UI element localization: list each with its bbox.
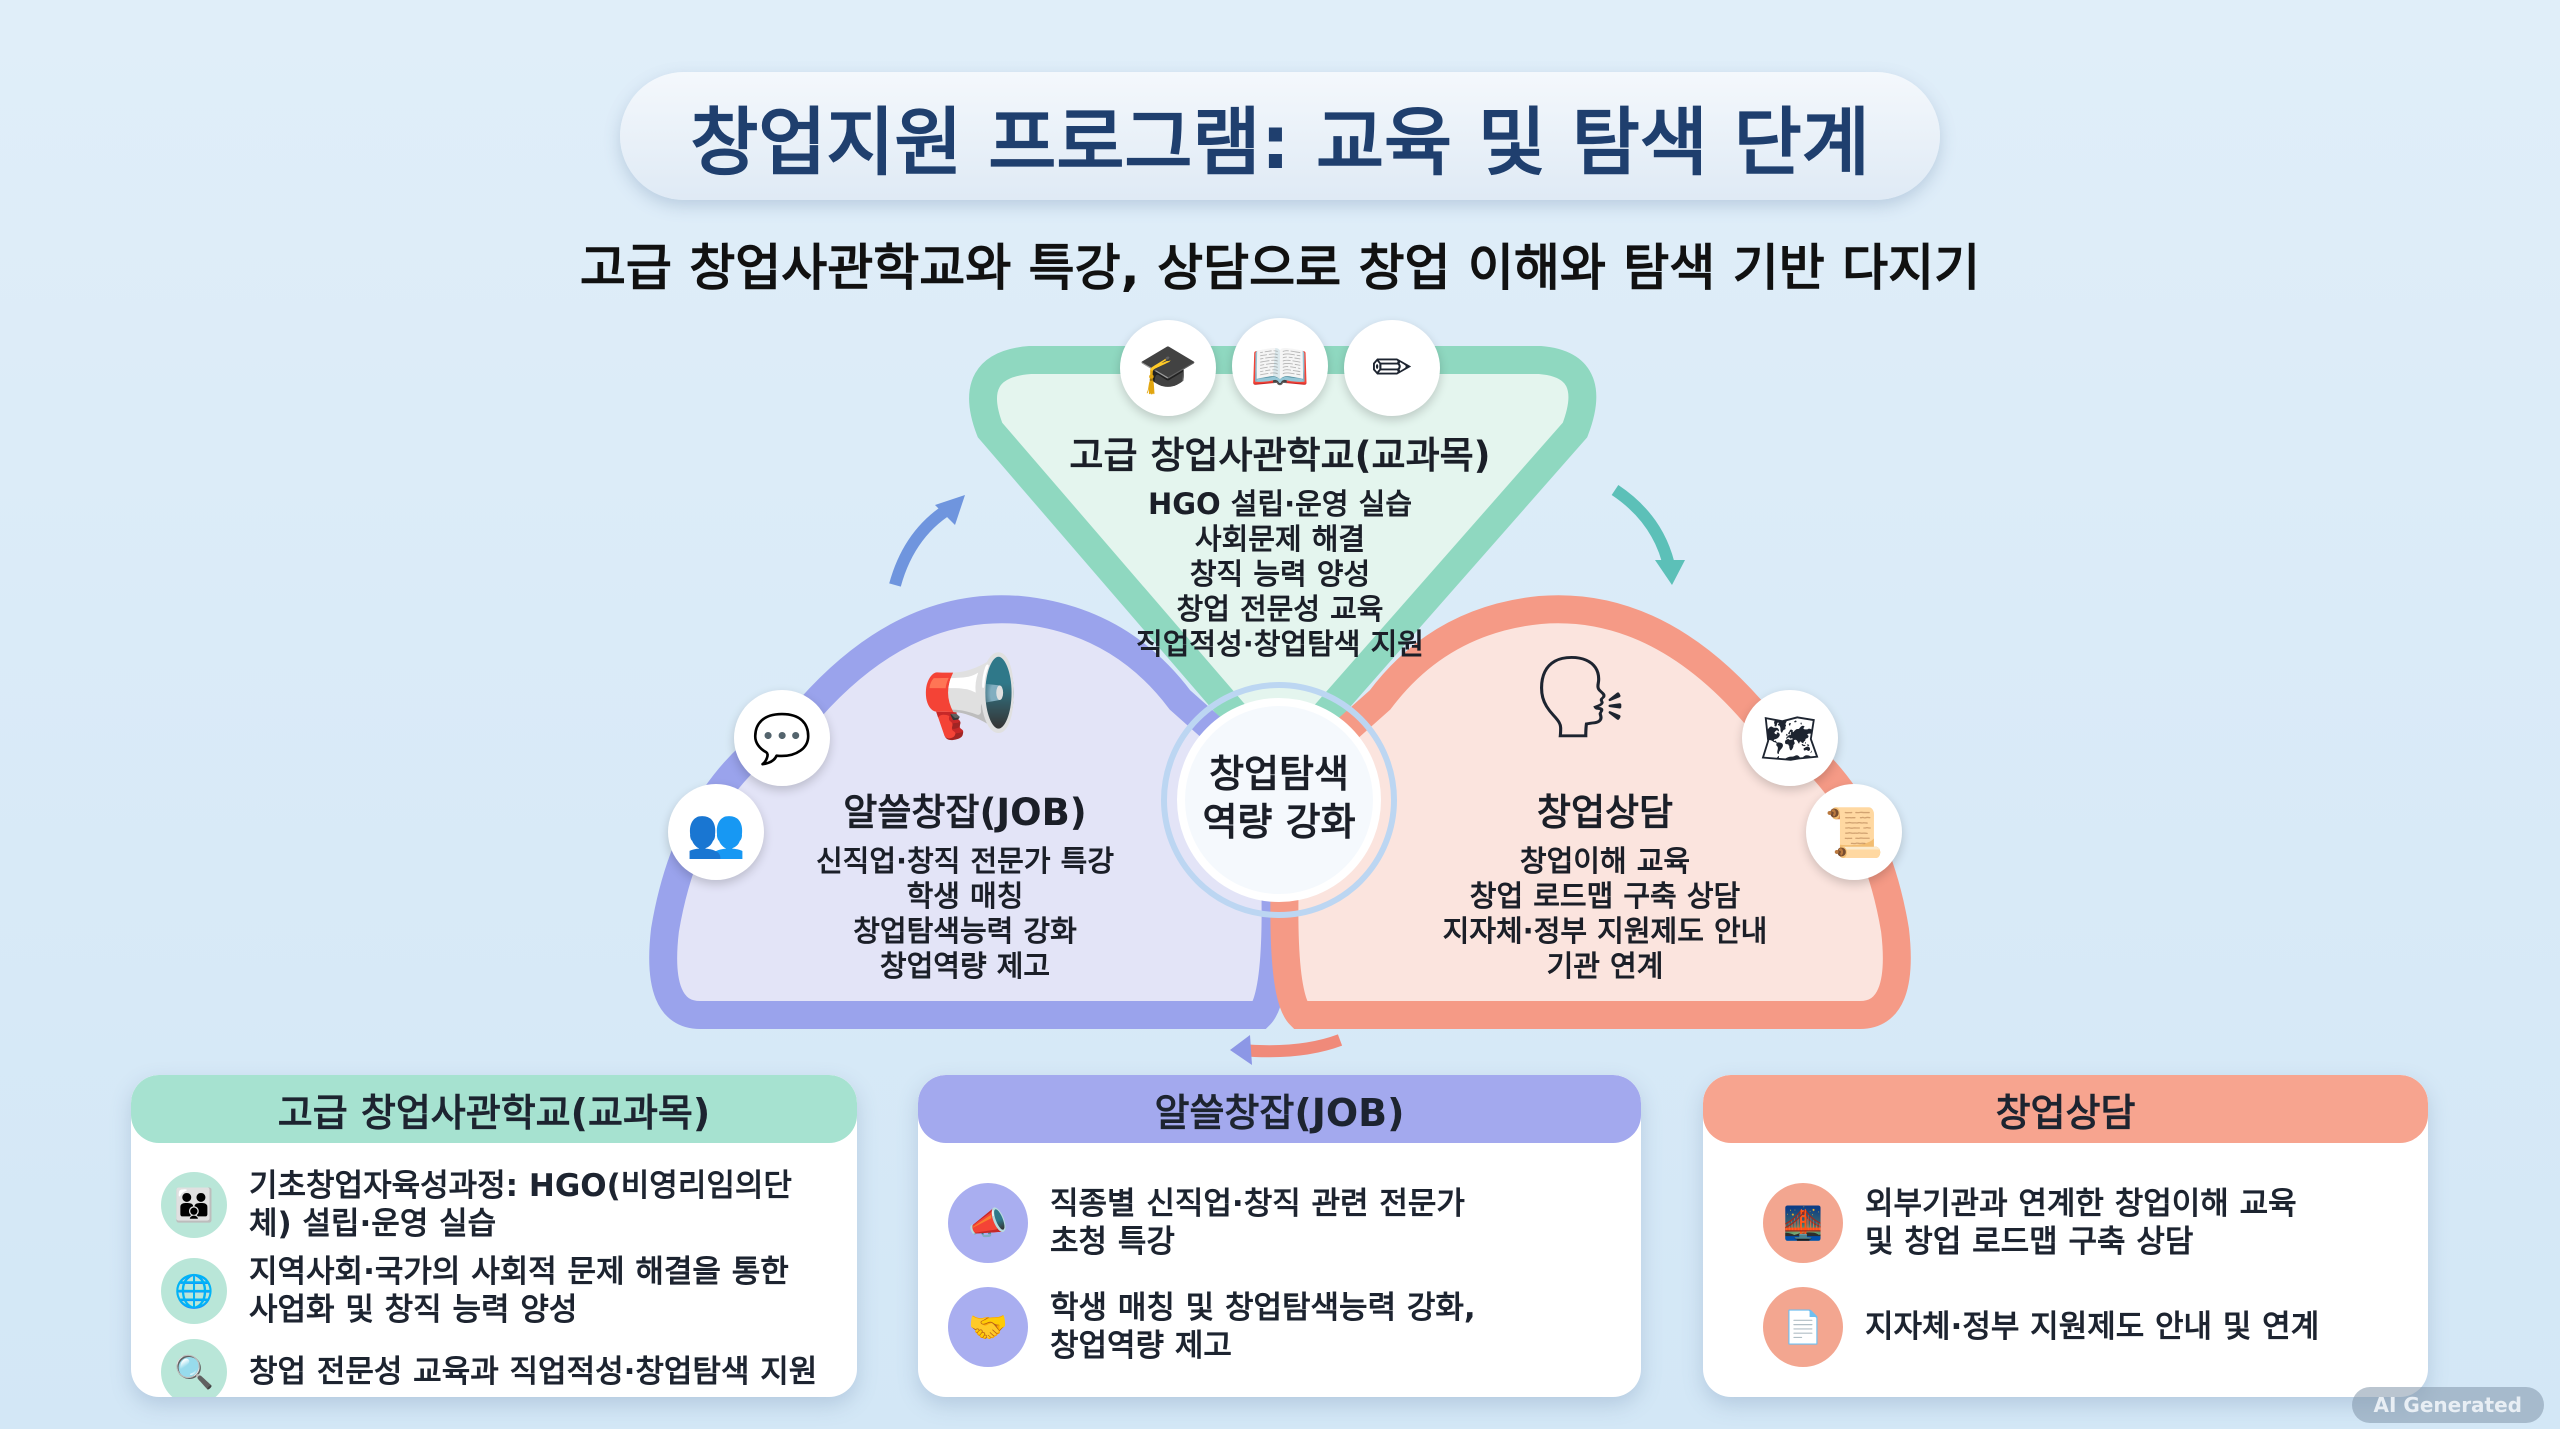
- megaphone-icon: 📣: [948, 1183, 1028, 1263]
- page-subtitle: 고급 창업사관학교와 특강, 상담으로 창업 이해와 탐색 기반 다지기: [579, 239, 1981, 297]
- card-title: 창업상담: [1703, 1075, 2428, 1143]
- left-line: 신직업·창직 전문가 특강: [815, 844, 1114, 878]
- right-section-text: 창업상담 창업이해 교육 창업 로드맵 구축 상담 지자체·정부 지원제도 안내…: [1420, 782, 1790, 984]
- book-icon: 📖: [1232, 318, 1328, 414]
- bridge-icon: 🌉: [1763, 1183, 1843, 1263]
- pencil-icon: ✏: [1344, 320, 1440, 416]
- item-text: 기초창업자육성과정: HGO(비영리임의단체) 설립·운영 실습: [249, 1168, 792, 1242]
- handshake-icon: 🤝: [948, 1287, 1028, 1367]
- cycle-diagram: [649, 346, 1911, 1065]
- list-item: 📣 직종별 신직업·창직 관련 전문가 초청 특강: [948, 1183, 1611, 1263]
- arrow-left-to-top: [889, 499, 959, 587]
- card-consulting: 창업상담 🌉 외부기관과 연계한 창업이해 교육 및 창업 로드맵 구축 상담 📄…: [1703, 1075, 2428, 1397]
- center-line-2: 역량 강화: [1202, 800, 1356, 844]
- left-line: 창업탐색능력 강화: [853, 914, 1077, 948]
- consultation-icon: 🗣: [1530, 650, 1632, 743]
- top-line: 사회문제 해결: [1194, 522, 1366, 556]
- card-job: 알쓸창잡(JOB) 📣 직종별 신직업·창직 관련 전문가 초청 특강 🤝 학생 매…: [918, 1075, 1641, 1397]
- right-line: 창업이해 교육: [1519, 844, 1691, 878]
- arrow-head-icon: [935, 495, 965, 525]
- megaphone-icon: 📢: [920, 650, 1020, 743]
- globe-icon: 🌐: [161, 1258, 227, 1324]
- card-academy: 고급 창업사관학교(교과목) 👪 기초창업자육성과정: HGO(비영리임의단체) …: [131, 1075, 857, 1397]
- arrow-head-icon: [1655, 560, 1685, 585]
- top-heading: 고급 창업사관학교(교과목): [1069, 434, 1491, 477]
- item-text: 외부기관과 연계한 창업이해 교육 및 창업 로드맵 구축 상담: [1865, 1186, 2297, 1260]
- certificate-icon: 📄: [1763, 1287, 1843, 1367]
- left-line: 창업역량 제고: [879, 949, 1051, 983]
- arrow-head-icon: [1230, 1035, 1252, 1065]
- list-item: 🌉 외부기관과 연계한 창업이해 교육 및 창업 로드맵 구축 상담: [1763, 1183, 2398, 1263]
- item-text: 학생 매칭 및 창업탐색능력 강화, 창업역량 제고: [1050, 1290, 1476, 1364]
- card-title: 고급 창업사관학교(교과목): [131, 1075, 857, 1143]
- item-text: 지자체·정부 지원제도 안내 및 연계: [1865, 1309, 2320, 1345]
- chat-bubble-icon: 💬: [734, 690, 830, 786]
- top-line: 창직 능력 양성: [1189, 557, 1371, 591]
- list-item: 📄 지자체·정부 지원제도 안내 및 연계: [1763, 1287, 2398, 1367]
- item-text: 창업 전문성 교육과 직업적성·창업탐색 지원: [249, 1354, 818, 1390]
- center-label: 창업탐색 역량 강화: [1181, 750, 1377, 846]
- arrow-right-to-left: [1239, 1034, 1343, 1058]
- people-network-icon: 👪: [161, 1172, 227, 1238]
- list-item: 🤝 학생 매칭 및 창업탐색능력 강화, 창업역량 제고: [948, 1287, 1611, 1367]
- top-section-text: 고급 창업사관학교(교과목) HGO 설립·운영 실습 사회문제 해결 창직 능…: [1020, 425, 1540, 662]
- magnifier-icon: 🔍: [161, 1339, 227, 1397]
- top-line: HGO 설립·운영 실습: [1147, 487, 1413, 521]
- arrow-top-to-right: [1611, 485, 1676, 572]
- graduation-cap-icon: 🎓: [1120, 320, 1216, 416]
- list-item: 👪 기초창업자육성과정: HGO(비영리임의단체) 설립·운영 실습: [161, 1167, 827, 1243]
- list-item: 🔍 창업 전문성 교육과 직업적성·창업탐색 지원: [161, 1339, 827, 1397]
- list-item: 🌐 지역사회·국가의 사회적 문제 해결을 통한 사업화 및 창직 능력 양성: [161, 1253, 827, 1329]
- item-text: 지역사회·국가의 사회적 문제 해결을 통한 사업화 및 창직 능력 양성: [249, 1254, 789, 1328]
- card-title: 알쓸창잡(JOB): [918, 1075, 1641, 1143]
- top-line: 창업 전문성 교육: [1176, 592, 1384, 626]
- right-line: 기관 연계: [1546, 949, 1664, 983]
- right-heading: 창업상담: [1536, 791, 1674, 834]
- left-heading: 알쓸창잡(JOB): [843, 791, 1087, 834]
- left-line: 학생 매칭: [906, 879, 1024, 913]
- item-text: 직종별 신직업·창직 관련 전문가 초청 특강: [1050, 1186, 1465, 1260]
- left-section-text: 알쓸창잡(JOB) 신직업·창직 전문가 특강 학생 매칭 창업탐색능력 강화 …: [780, 782, 1150, 984]
- center-circle: [1177, 698, 1381, 902]
- page-title: 창업지원 프로그램: 교육 및 탐색 단계: [620, 72, 1940, 200]
- map-icon: 🗺: [1742, 690, 1838, 786]
- group-icon: 👥: [668, 784, 764, 880]
- top-line: 직업적성·창업탐색 지원: [1136, 627, 1424, 661]
- ai-generated-badge: AI Generated: [2351, 1387, 2544, 1423]
- certificate-icon: 📜: [1806, 784, 1902, 880]
- center-line-1: 창업탐색: [1209, 752, 1349, 796]
- right-line: 창업 로드맵 구축 상담: [1469, 879, 1741, 913]
- right-line: 지자체·정부 지원제도 안내: [1442, 914, 1768, 948]
